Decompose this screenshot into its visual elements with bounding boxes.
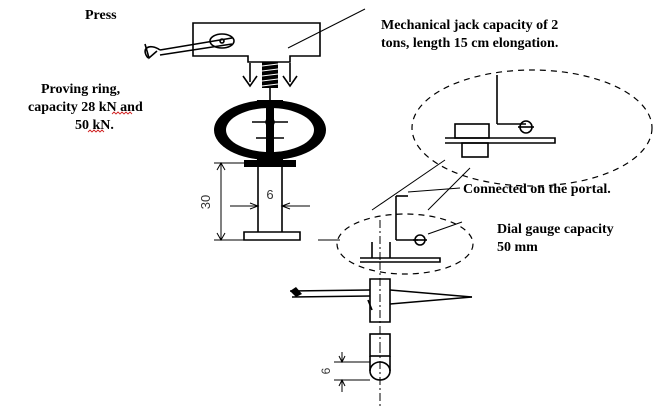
width-dimension-label: 6 [266,187,273,202]
press-label: Press [85,8,117,23]
bottom-specimen [369,333,391,408]
bubble-connector [371,159,446,211]
portal-leader-line [407,187,461,193]
ring-label-line1: Proving ring, [41,82,120,97]
dial-gauge-label-line2: 50 mm [497,240,538,255]
spellcheck-underline [87,129,105,133]
ring-label-line2: capacity 28 kN and [28,100,143,115]
dial-leader-line [427,221,463,235]
jack-label-line1: Mechanical jack capacity of 2 [381,18,558,33]
bottom-dimension-label: 6 [319,367,333,374]
jack-leader-line [287,8,366,49]
height-dimension-label: 30 [198,195,213,209]
proving-ring [214,100,326,160]
spellcheck-underline [111,111,133,115]
specimen-grip [289,262,473,345]
jack-screw [242,62,298,100]
gauge-assembly [336,187,474,275]
ring-label-line3: 50 kN. [75,118,114,133]
support-column [243,160,301,241]
jack-head [192,22,321,63]
dial-gauge-label-line1: Dial gauge capacity [497,222,614,237]
jack-label-line2: tons, length 15 cm elongation. [381,36,558,51]
height-dimension: 30 [198,161,244,242]
portal-label: Connected on the portal. [463,182,611,197]
bottom-dimension: 6 [319,352,370,392]
width-dimension: 6 [230,187,310,210]
detail-bubble [411,69,653,187]
